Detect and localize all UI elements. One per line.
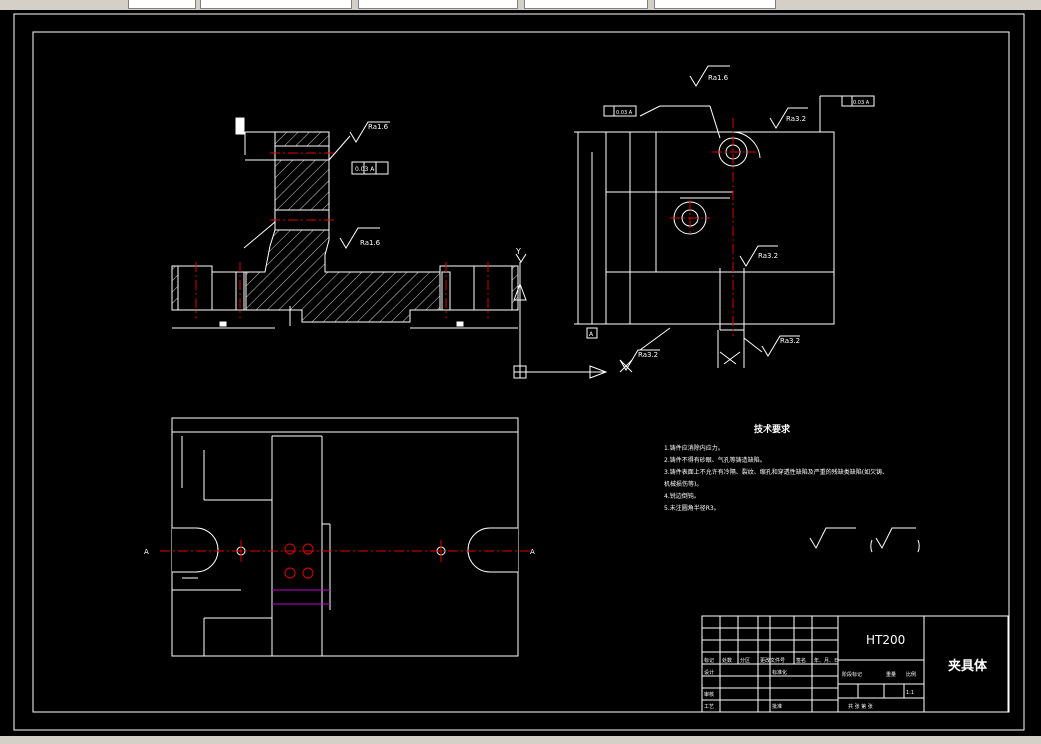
tech-req-item: 2.铸件不得有砂眼、气孔等铸造缺陷。 (664, 456, 766, 464)
tech-req-title: 技术要求 (754, 423, 791, 435)
tech-req-item: 5.未注圆角半径R3。 (664, 504, 720, 512)
tb-label: 阶段标记 (842, 671, 862, 678)
side-center-lines (670, 118, 756, 336)
title-block (701, 615, 1009, 713)
tolerance-label: 0.03 A (853, 100, 870, 106)
top-view (171, 417, 519, 657)
tb-label: 分区 (740, 657, 750, 664)
toolbar-dropdown-4[interactable] (524, 0, 648, 9)
cad-toolbar (0, 0, 1041, 10)
toolbar-dropdown-5[interactable] (654, 0, 776, 9)
front-center-lines (195, 152, 489, 318)
toolbar-dropdown-2[interactable] (200, 0, 352, 9)
toolbar-dropdown-3[interactable] (358, 0, 518, 9)
tb-label: 工艺 (704, 704, 714, 710)
ucs-y-label: Y (515, 247, 521, 256)
ucs-icon (513, 253, 608, 379)
roughness-label: Ra3.2 (758, 252, 778, 260)
material-label: HT200 (866, 633, 905, 647)
tb-label: 处数 (722, 657, 732, 664)
tech-req-item: 3.铸件表面上不允许有冷隔、裂纹、缩孔和穿透性缺陷及严重的残缺类缺陷(如欠铸、 (664, 468, 888, 476)
section-label: A (144, 548, 149, 556)
tolerance-label: 0.03 A (616, 110, 633, 116)
tb-label: 年、月、日 (814, 657, 839, 664)
tb-label: 1:1 (906, 690, 914, 696)
status-bar (0, 736, 1041, 744)
tb-label: 更改文件号 (760, 657, 785, 664)
tb-label: 审核 (704, 691, 714, 698)
outer-frame (13, 13, 1025, 731)
general-roughness (809, 527, 920, 553)
tech-req-item: 4.锐边倒钝。 (664, 492, 700, 500)
roughness-label: Ra3.2 (780, 337, 800, 345)
inner-frame (32, 31, 1010, 713)
tb-label: 重量 (886, 671, 896, 678)
roughness-label: Ra1.6 (708, 74, 729, 82)
cad-drawing: Ra1.6 Ra1.6 0.03 A Y (13, 13, 1025, 731)
tb-label: 标记 (704, 657, 714, 664)
tb-label: 标准化 (772, 669, 787, 676)
top-view-magenta (272, 589, 330, 605)
roughness-label: Ra3.2 (638, 351, 658, 359)
tb-label: 批准 (772, 703, 782, 710)
roughness-label: Ra3.2 (786, 115, 806, 123)
tb-label: 签名 (796, 657, 806, 664)
tolerance-label: 0.03 A (355, 166, 375, 173)
roughness-label: Ra1.6 (368, 123, 389, 131)
top-view-red (160, 540, 530, 579)
tb-label: 比例 (906, 671, 916, 678)
tech-req-item: 1.铸件应消除内应力。 (664, 444, 724, 452)
tb-label: 共 张 第 张 (848, 703, 873, 710)
tech-req-item: 机械损伤等)。 (664, 480, 702, 488)
tb-label: 设计 (704, 669, 714, 676)
side-view (574, 65, 875, 373)
roughness-label: Ra1.6 (360, 239, 381, 247)
front-section-view (171, 117, 519, 329)
section-label: A (530, 548, 535, 556)
drawing-canvas[interactable]: Ra1.6 Ra1.6 0.03 A Y (0, 10, 1041, 736)
part-name-label: 夹具体 (948, 658, 988, 674)
toolbar-dropdown-1[interactable] (128, 0, 196, 9)
datum-label: A (589, 331, 594, 338)
